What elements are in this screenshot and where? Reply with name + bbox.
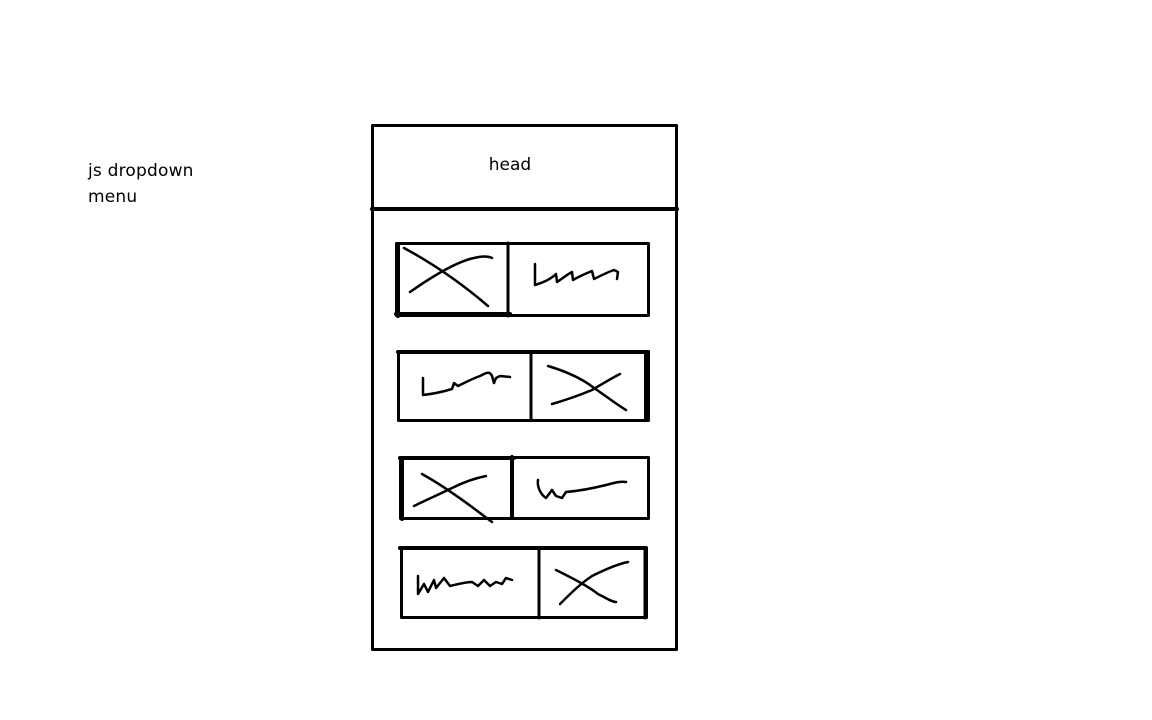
dropdown-header-label: head xyxy=(488,155,532,175)
annotation-line-2: menu xyxy=(88,187,138,207)
scribble-text-icon xyxy=(421,371,512,397)
menu-item-4[interactable] xyxy=(398,546,648,620)
menu-item-2[interactable] xyxy=(396,350,650,422)
scribble-text-icon xyxy=(416,574,514,596)
annotation-label: js dropdown menu xyxy=(88,158,248,210)
image-placeholder-icon xyxy=(554,560,630,606)
menu-item-3[interactable] xyxy=(398,455,650,524)
image-placeholder-icon xyxy=(546,364,628,412)
scribble-text-icon xyxy=(533,262,620,287)
annotation-line-1: js dropdown xyxy=(88,161,194,181)
image-placeholder-icon xyxy=(402,246,494,308)
scribble-text-icon xyxy=(536,478,628,500)
dropdown-container xyxy=(371,124,678,651)
image-placeholder-icon xyxy=(412,472,494,524)
menu-item-1[interactable] xyxy=(394,241,650,318)
